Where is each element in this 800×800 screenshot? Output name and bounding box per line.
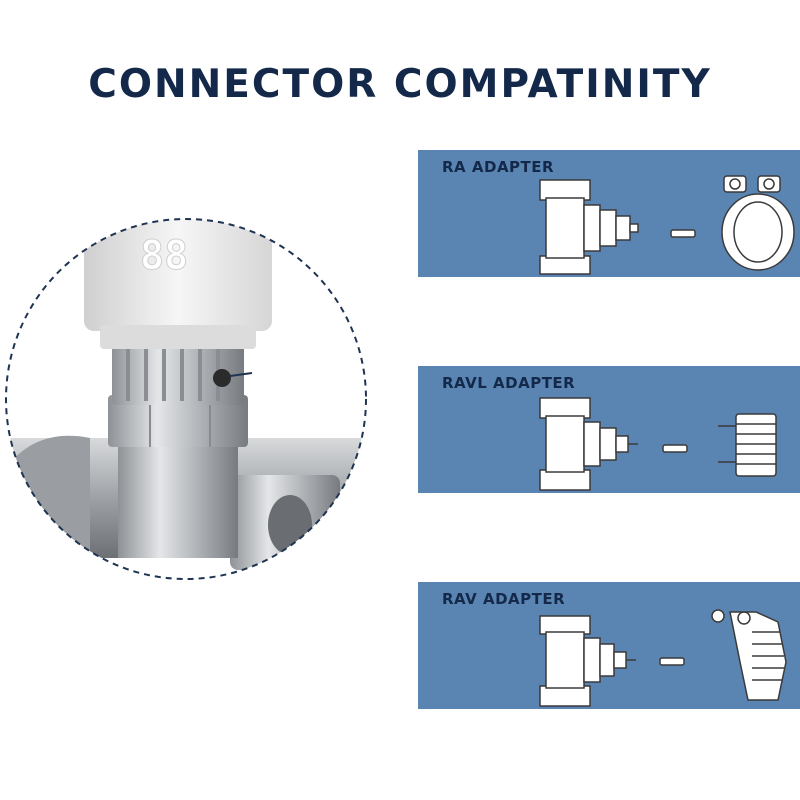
page-title: CONNECTOR COMPATINITY bbox=[88, 62, 712, 107]
adapter-label: RAVL ADAPTER bbox=[442, 374, 576, 392]
rav-adapter-diagram bbox=[539, 609, 787, 707]
ra-adapter-panel: RA ADAPTER bbox=[418, 150, 800, 277]
adapter-label: RA ADAPTER bbox=[442, 158, 555, 176]
rav-adapter-panel: RAV ADAPTER bbox=[418, 582, 800, 709]
ravl-adapter-panel: RAVL ADAPTER bbox=[418, 366, 800, 493]
ra-adapter-diagram bbox=[539, 175, 795, 275]
adapter-label: RAV ADAPTER bbox=[442, 590, 566, 608]
thermostat-valve-photo: 88 bbox=[5, 218, 367, 580]
display-readout: 88 bbox=[140, 233, 188, 279]
ravl-adapter-diagram bbox=[539, 397, 777, 491]
